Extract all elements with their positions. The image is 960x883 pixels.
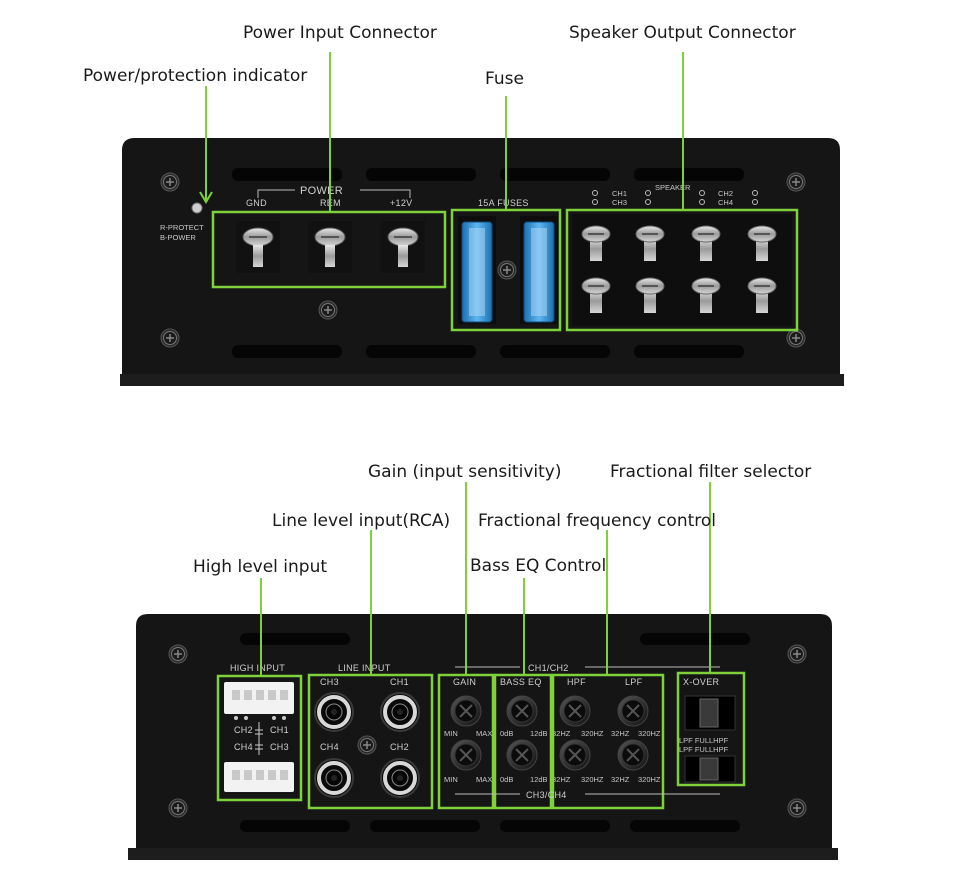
rem-terminal-icon[interactable] [307,220,353,274]
ch2-label: CH2 [718,189,733,198]
fuses-label: 15A FUSES [478,198,529,208]
lpf-320hz-label: 320HZ [638,729,661,738]
lpf-ch34-knob-icon[interactable] [617,739,649,771]
bass-eq-ch12-knob-icon[interactable] [506,695,538,727]
bass-eq-ch34-knob-icon[interactable] [506,739,538,771]
ch1-label: CH1 [612,189,627,198]
line-input-silk: LINE INPUT [338,663,391,673]
gain-ch12-knob-icon[interactable] [450,695,482,727]
hi-ch4-label: CH4 [234,742,253,752]
bottom-chassis-base [128,848,838,860]
b-power-label: B-POWER [160,233,196,242]
speaker-silk-label: SPEAKER [655,183,691,192]
xover-ch34-switch[interactable] [699,757,719,781]
bottom-panel: HIGH INPUT LINE INPUT CH1/CH2 CH2 CH1 CH… [128,462,838,860]
top-vents [232,168,744,358]
screw-icon [160,172,180,192]
bass-12db-label-2: 12dB [530,775,548,784]
lpf-ch12-knob-icon[interactable] [617,695,649,727]
gain-min-label: MIN [444,729,458,738]
screw-icon [497,260,517,280]
high-input-highlight [216,674,303,802]
rca-ch1-jack-icon[interactable] [379,691,421,733]
r-protect-label: R-PROTECT [160,223,204,232]
bass-12db-label: 12dB [530,729,548,738]
hpf-ch34-knob-icon[interactable] [559,739,591,771]
lpf-320hz-label-2: 320HZ [638,775,661,784]
gnd-label: GND [246,198,267,208]
hi-ch1-label: CH1 [270,725,289,735]
callout-line-input: Line level input(RCA) [272,511,450,531]
plus12v-terminal-icon[interactable] [380,220,426,274]
hpf-320hz-label: 320HZ [581,729,604,738]
hpf-ch12-knob-icon[interactable] [559,695,591,727]
gain-ch34-knob-icon[interactable] [450,739,482,771]
gain-max-label: MAX [476,729,492,738]
rca-ch2-label: CH2 [390,742,409,752]
screw-icon [357,735,377,755]
callout-power-protection: Power/protection indicator [83,66,307,86]
hpf-32hz-label-2: 32HZ [552,775,571,784]
xover-silk: X-OVER [683,677,720,687]
bass-0db-label: 0dB [500,729,513,738]
xover-options-label: LPF FULLHPF [679,736,729,745]
lpf-32hz-label: 32HZ [611,729,630,738]
protection-led-icon [191,202,203,214]
callout-gain: Gain (input sensitivity) [368,462,561,482]
xover-options-label-2: LPF FULLHPF [679,745,729,754]
bass-0db-label-2: 0dB [500,775,513,784]
bass-eq-silk: BASS EQ [500,677,542,687]
screw-icon [787,644,807,664]
rca-ch2-jack-icon[interactable] [379,757,421,799]
ch1ch2-silk: CH1/CH2 [528,663,569,673]
callout-freq-control: Fractional frequency control [478,511,716,531]
rca-ch4-jack-icon[interactable] [313,757,355,799]
rca-ch4-label: CH4 [320,742,339,752]
ch3ch4-silk: CH3/CH4 [526,790,567,800]
fuse-right-icon[interactable] [523,221,555,323]
xover-ch12-switch[interactable] [699,698,719,728]
gain-silk: GAIN [453,677,476,687]
ch4-label: CH4 [718,198,733,207]
lpf-silk: LPF [625,677,643,687]
top-chassis-base [120,374,844,386]
hpf-silk: HPF [567,677,586,687]
callout-fuse: Fuse [485,69,524,89]
hpf-32hz-label: 32HZ [552,729,571,738]
hi-ch3-label: CH3 [270,742,289,752]
rca-ch3-jack-icon[interactable] [313,691,355,733]
high-input-silk: HIGH INPUT [230,663,285,673]
lpf-32hz-label-2: 32HZ [611,775,630,784]
screw-icon [168,798,188,818]
screw-icon [168,644,188,664]
callout-filter-selector: Fractional filter selector [610,462,811,482]
callout-bass-eq: Bass EQ Control [470,556,606,576]
screw-icon [318,300,338,320]
hi-ch2-label: CH2 [234,725,253,735]
screw-icon [160,328,180,348]
plus12v-label: +12V [390,198,412,208]
screw-icon [786,328,806,348]
bottom-vents [240,633,750,832]
rca-ch1-label: CH1 [390,677,409,687]
screw-icon [786,172,806,192]
fuse-left-icon[interactable] [461,221,493,323]
callout-high-input: High level input [193,557,327,577]
ch3-label: CH3 [612,198,627,207]
power-silk-label: POWER [300,185,343,197]
top-panel: R-PROTECT B-POWER POWER GND REM +12V 15A… [83,23,844,386]
callout-power-input: Power Input Connector [243,23,437,43]
callout-speaker-output: Speaker Output Connector [569,23,796,43]
hpf-320hz-label-2: 320HZ [581,775,604,784]
gain-min-label-2: MIN [444,775,458,784]
gnd-terminal-icon[interactable] [235,220,281,274]
gain-max-label-2: MAX [476,775,492,784]
screw-icon [787,798,807,818]
rca-ch3-label: CH3 [320,677,339,687]
